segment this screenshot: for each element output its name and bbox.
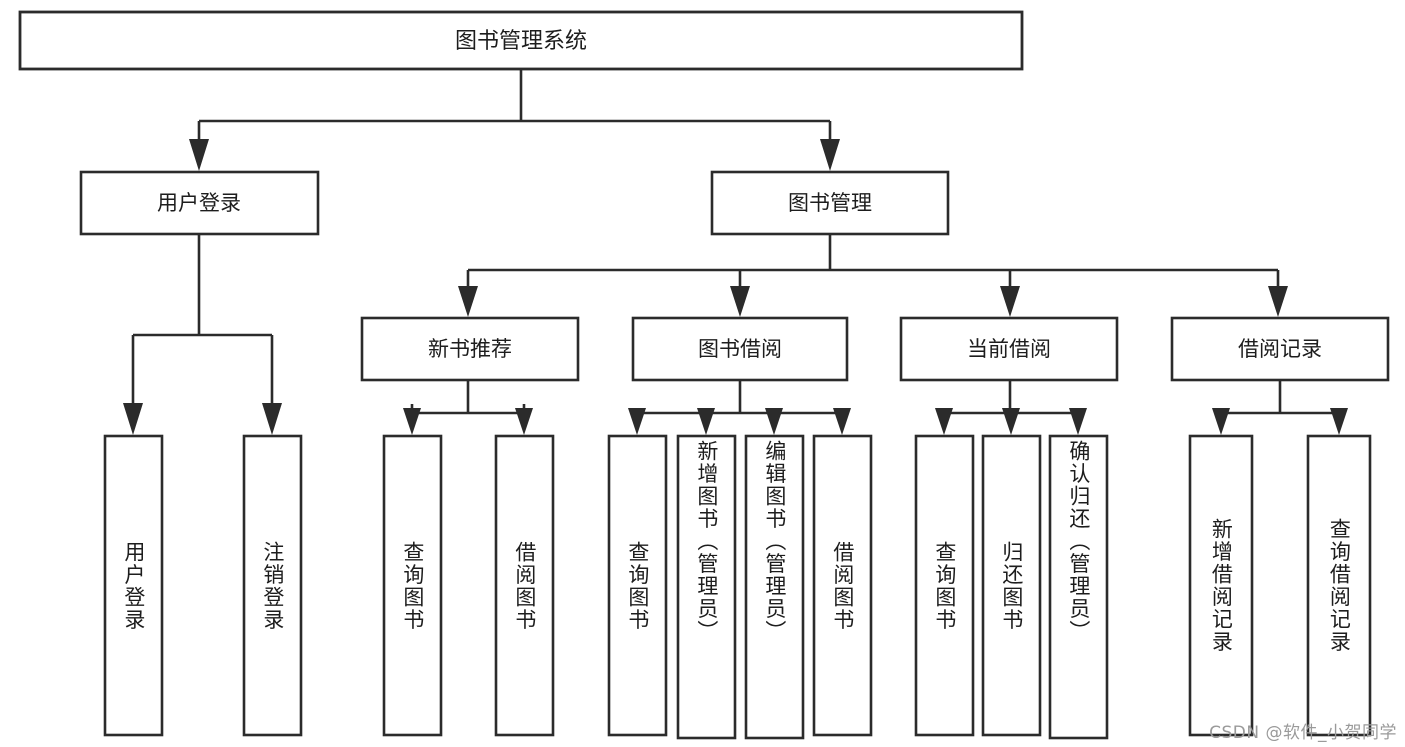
leaf-query-book-1-box[interactable] [382, 434, 443, 737]
csdn-watermark: CSDN @软件_小贺同学 [1209, 723, 1397, 743]
arrow-head-leaf-query-book-2 [628, 408, 646, 435]
leaf-return-book-box[interactable] [981, 434, 1042, 737]
node-book-management-label: 图书管理 [788, 191, 872, 215]
leaf-add-record-box[interactable] [1188, 434, 1254, 737]
node-book-management[interactable]: 图书管理 [710, 170, 950, 236]
node-root-box[interactable] [18, 10, 1024, 71]
leaf-query-book-2-box[interactable] [607, 434, 668, 737]
leaf-confirm-return-box[interactable] [1048, 434, 1109, 740]
node-user-login-label: 用户登录 [157, 191, 241, 215]
arrow-head-borrow-record [1268, 286, 1288, 317]
node-current-borrow[interactable]: 当前借阅 [899, 316, 1119, 382]
arrow-head-leaf-logout-login [262, 403, 282, 435]
arrow-head-user-login [189, 139, 209, 171]
arrow-head-leaf-return-book [1002, 408, 1020, 435]
leaf-borrow-book-2-box[interactable] [812, 434, 873, 737]
node-book-borrow-label: 图书借阅 [698, 337, 782, 361]
arrow-head-book-management [820, 139, 840, 171]
leaf-borrow-book-1-box[interactable] [494, 434, 555, 737]
arrow-head-leaf-borrow-book-1 [515, 408, 533, 435]
node-root[interactable]: 图书管理系统 [18, 10, 1024, 71]
node-borrow-record-label: 借阅记录 [1238, 337, 1322, 361]
arrow-head-leaf-query-book-1 [403, 408, 421, 435]
node-current-borrow-label: 当前借阅 [967, 337, 1051, 361]
node-borrow-record[interactable]: 借阅记录 [1170, 316, 1390, 382]
node-new-book-recommend-box[interactable] [360, 316, 580, 382]
arrow-head-leaf-add-record [1212, 408, 1230, 435]
arrow-head-leaf-add-book [697, 408, 715, 435]
node-book-management-box[interactable] [710, 170, 950, 236]
node-book-borrow[interactable]: 图书借阅 [631, 316, 849, 382]
node-current-borrow-box[interactable] [899, 316, 1119, 382]
leaf-query-record-box[interactable] [1306, 434, 1372, 737]
arrow-head-new-book-recommend [458, 286, 478, 317]
arrow-head-leaf-query-book-3 [935, 408, 953, 435]
leaf-logout-login-box[interactable] [242, 434, 303, 737]
leaf-box-layer [103, 434, 1372, 740]
arrow-head-leaf-edit-book [765, 408, 783, 435]
node-new-book-recommend-label: 新书推荐 [428, 337, 512, 361]
arrow-head-leaf-query-record [1330, 408, 1348, 435]
node-user-login[interactable]: 用户登录 [79, 170, 320, 236]
arrow-head-book-borrow [730, 286, 750, 317]
node-book-borrow-box[interactable] [631, 316, 849, 382]
arrow-head-leaf-user-login [123, 403, 143, 435]
leaf-add-book-box[interactable] [676, 434, 737, 740]
node-new-book-recommend[interactable]: 新书推荐 [360, 316, 580, 382]
leaf-query-book-3-box[interactable] [914, 434, 975, 737]
node-root-label: 图书管理系统 [455, 29, 587, 54]
arrow-head-current-borrow [1000, 286, 1020, 317]
leaf-edit-book-box[interactable] [744, 434, 805, 740]
connector-layer [123, 69, 1348, 435]
node-borrow-record-box[interactable] [1170, 316, 1390, 382]
leaf-user-login-box[interactable] [103, 434, 164, 737]
arrow-head-leaf-borrow-book-2 [833, 408, 851, 435]
node-user-login-box[interactable] [79, 170, 320, 236]
arrow-head-leaf-confirm-return [1069, 408, 1087, 435]
